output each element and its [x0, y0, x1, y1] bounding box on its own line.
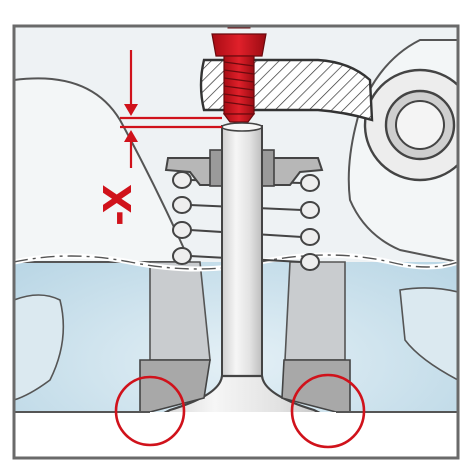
- clearance-label: -X: [96, 184, 140, 226]
- adjusting-screw-tip: [222, 113, 256, 123]
- diagram-frame: [12, 24, 460, 460]
- port-left: [14, 294, 65, 401]
- clearance-dimension: [120, 50, 222, 168]
- lock-nut: [211, 33, 267, 57]
- valve-guide-left: [149, 261, 211, 361]
- valve-stem: [221, 125, 263, 377]
- dimension-arrowhead-up: [124, 130, 138, 142]
- valve-stem-tip: [221, 122, 263, 132]
- valve-guide-right: [284, 261, 346, 361]
- screw-threads: [223, 61, 255, 107]
- combustion-chamber: [14, 412, 458, 458]
- rocker-pivot-bore: [395, 100, 445, 150]
- right-seat-circle: [290, 373, 366, 449]
- left-seat-circle: [114, 375, 186, 447]
- dimension-arrowhead-down: [124, 104, 138, 116]
- valve-seat-left: [139, 359, 211, 413]
